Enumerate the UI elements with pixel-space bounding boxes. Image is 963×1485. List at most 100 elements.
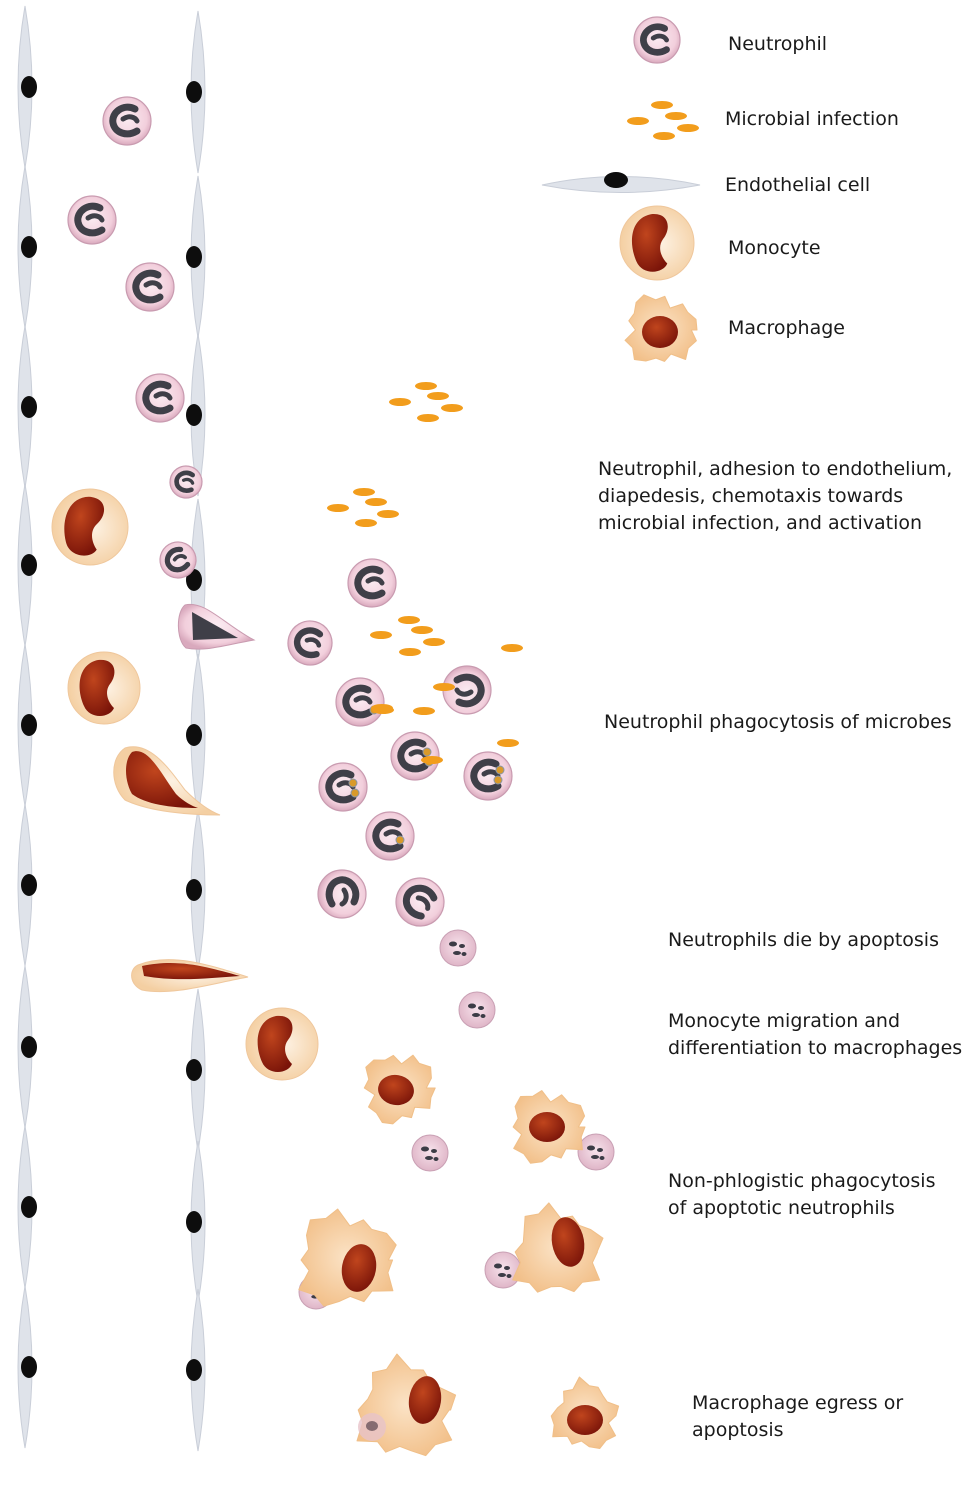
endothelial-cell	[18, 966, 37, 1128]
apoptotic-neutrophil	[578, 1134, 614, 1170]
microbe	[411, 626, 433, 634]
ingested-microbe	[396, 836, 404, 844]
microbe	[421, 756, 443, 764]
stage-monocyte-migration-label: Monocyte migration and differentiation t…	[668, 1008, 962, 1062]
microbe	[398, 616, 420, 624]
monocyte	[68, 652, 140, 724]
endothelial-cell	[186, 989, 205, 1151]
legend-endothelial-cell-label: Endothelial cell	[725, 172, 870, 199]
endothelial-cell	[186, 1289, 205, 1451]
endothelial-cell	[18, 6, 37, 168]
endothelial-cell	[18, 166, 37, 328]
legend-monocyte-icon	[620, 206, 694, 280]
apoptotic-fragment	[462, 952, 467, 956]
microbe	[399, 648, 421, 656]
microbe	[355, 519, 377, 527]
apoptotic-fragment	[587, 1146, 595, 1151]
ingested-microbe	[496, 766, 504, 774]
endothelial-nucleus	[186, 724, 202, 746]
endothelial-nucleus	[21, 76, 37, 98]
microbe	[677, 124, 699, 132]
apoptotic-fragment	[504, 1266, 510, 1270]
endothelial-nucleus	[21, 554, 37, 576]
macrophage-nucleus	[529, 1112, 565, 1142]
endothelial-nucleus	[186, 81, 202, 103]
ingested-microbe	[423, 748, 431, 756]
apoptotic-fragment	[472, 1013, 480, 1017]
transmigrating-monocyte	[132, 960, 248, 992]
apoptotic-fragment	[425, 1156, 433, 1160]
endothelial-cell	[18, 804, 37, 966]
apoptotic-neutrophil	[459, 992, 495, 1028]
microbe	[627, 117, 649, 125]
stage-adhesion-label: Neutrophil, adhesion to endothelium, dia…	[598, 456, 952, 537]
endothelial-nucleus	[604, 172, 628, 188]
microbe	[427, 392, 449, 400]
apoptotic-neutrophil	[412, 1135, 448, 1171]
microbe	[501, 644, 523, 652]
legend-macrophage-label: Macrophage	[728, 315, 845, 342]
monocyte	[46, 483, 134, 571]
endothelial-nucleus	[186, 1059, 202, 1081]
ingested-microbe	[351, 789, 359, 797]
microbe	[365, 498, 387, 506]
microbe	[433, 683, 455, 691]
ingested-microbe	[494, 776, 502, 784]
microbe	[651, 101, 673, 109]
macrophage	[513, 1091, 585, 1164]
microbe	[389, 398, 411, 406]
endothelial-cell	[186, 176, 205, 338]
microbe	[371, 704, 393, 712]
stage-non-phlogistic-label: Non-phlogistic phagocytosis of apoptotic…	[668, 1168, 935, 1222]
microbe	[353, 488, 375, 496]
apoptotic-fragment	[498, 1273, 506, 1277]
stage-egress-label: Macrophage egress or apoptosis	[692, 1390, 903, 1444]
apoptotic-fragment	[481, 1014, 486, 1018]
apoptotic-fragment	[434, 1157, 439, 1161]
neutrophil	[348, 559, 396, 607]
apoptotic-fragment	[507, 1274, 512, 1278]
apoptotic-fragment	[421, 1147, 429, 1152]
microbe	[417, 414, 439, 422]
endothelial-cell	[18, 1126, 37, 1288]
macrophage-nucleus	[567, 1405, 603, 1435]
apoptotic-fragment	[431, 1149, 437, 1153]
neutrophil	[336, 678, 384, 726]
macrophage-nucleus	[642, 316, 678, 348]
microbe	[327, 504, 349, 512]
macrophage	[513, 1203, 603, 1292]
endothelial-cell	[186, 1141, 205, 1303]
stage-phagocytosis-label: Neutrophil phagocytosis of microbes	[604, 709, 952, 736]
endothelial-cell	[18, 484, 37, 646]
neutrophil	[319, 763, 367, 811]
legend-neutrophil-icon	[634, 17, 680, 63]
stage-apoptosis-label: Neutrophils die by apoptosis	[668, 927, 939, 954]
endothelial-cell	[186, 809, 205, 971]
apoptotic-fragment	[453, 951, 461, 955]
endothelial-nucleus	[186, 879, 202, 901]
endothelial-nucleus	[21, 1196, 37, 1218]
endothelial-nucleus	[21, 1356, 37, 1378]
apoptotic-neutrophil	[440, 930, 476, 966]
apoptotic-fragment	[478, 1006, 484, 1010]
neutrophil	[136, 374, 184, 422]
microbe	[413, 707, 435, 715]
endothelial-nucleus	[186, 1359, 202, 1381]
endothelial-cell	[18, 326, 37, 488]
diapedesing-neutrophil	[178, 604, 254, 649]
apoptotic-fragment	[449, 942, 457, 947]
legend-microbial-infection-label: Microbial infection	[725, 106, 899, 133]
apoptotic-fragment	[494, 1264, 502, 1269]
neutrophil	[318, 870, 366, 918]
microbe-layer	[327, 101, 699, 764]
microbe	[665, 112, 687, 120]
microbe	[653, 132, 675, 140]
neutrophil	[283, 616, 337, 670]
macrophage	[551, 1377, 618, 1449]
endothelial-nucleus	[186, 1211, 202, 1233]
monocyte	[246, 1008, 318, 1080]
apoptotic-fragment	[591, 1155, 599, 1159]
cell-layer	[46, 17, 697, 1456]
endothelial-nucleus	[186, 246, 202, 268]
microbe	[441, 404, 463, 412]
